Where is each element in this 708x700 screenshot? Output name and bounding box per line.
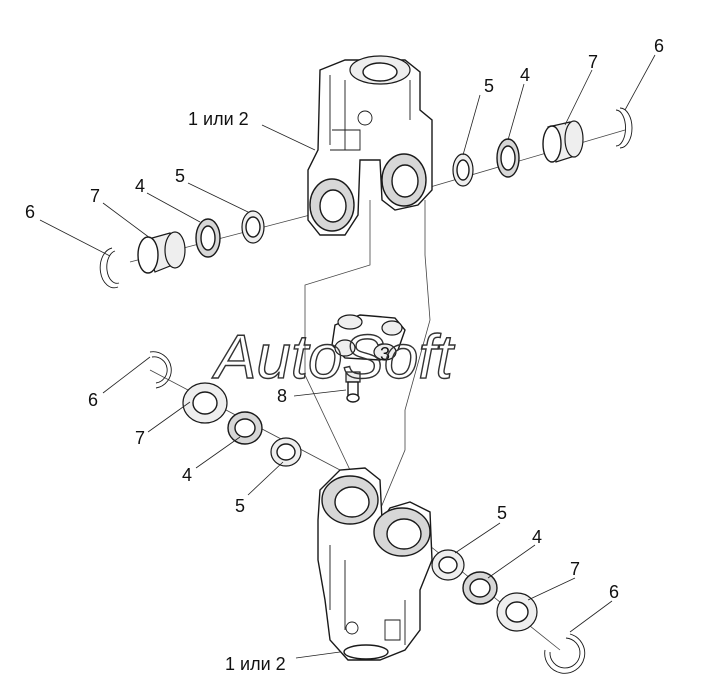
callout-ur-washer: 5 — [484, 76, 494, 96]
callout-ul-seal: 4 — [135, 176, 145, 196]
callout-ur-cup: 7 — [588, 52, 598, 72]
callout-ll-ring: 6 — [88, 390, 98, 410]
callout-lr-ring: 6 — [609, 582, 619, 602]
upper-right-bearing-set — [452, 107, 633, 187]
leader-lines — [39, 54, 656, 659]
lower-right-bearing-set — [431, 549, 586, 674]
callouts: 1 или 2 5 4 7 6 5 4 7 6 6 7 4 5 8 3 5 4 … — [25, 36, 664, 674]
lower-yoke — [317, 467, 433, 661]
callout-grease-fitting: 8 — [277, 386, 287, 406]
callout-ll-cup: 7 — [135, 428, 145, 448]
watermark: AutoSoft — [211, 323, 456, 392]
upper-left-bearing-set — [99, 210, 265, 289]
cross-spider — [331, 314, 406, 361]
callout-top-yoke: 1 или 2 — [188, 109, 249, 129]
callout-cross: 3 — [380, 344, 390, 364]
callout-ll-washer: 5 — [235, 496, 245, 516]
callout-ur-ring: 6 — [654, 36, 664, 56]
callout-ul-washer: 5 — [175, 166, 185, 186]
lower-left-bearing-set — [149, 351, 302, 467]
callout-ul-cup: 7 — [90, 186, 100, 206]
callout-ul-ring: 6 — [25, 202, 35, 222]
upper-yoke — [307, 55, 433, 236]
callout-ll-seal: 4 — [182, 465, 192, 485]
callout-lr-cup: 7 — [570, 559, 580, 579]
callout-ur-seal: 4 — [520, 65, 530, 85]
callout-lr-seal: 4 — [532, 527, 542, 547]
callout-bottom-yoke: 1 или 2 — [225, 654, 286, 674]
grease-fitting — [345, 371, 361, 403]
callout-lr-washer: 5 — [497, 503, 507, 523]
